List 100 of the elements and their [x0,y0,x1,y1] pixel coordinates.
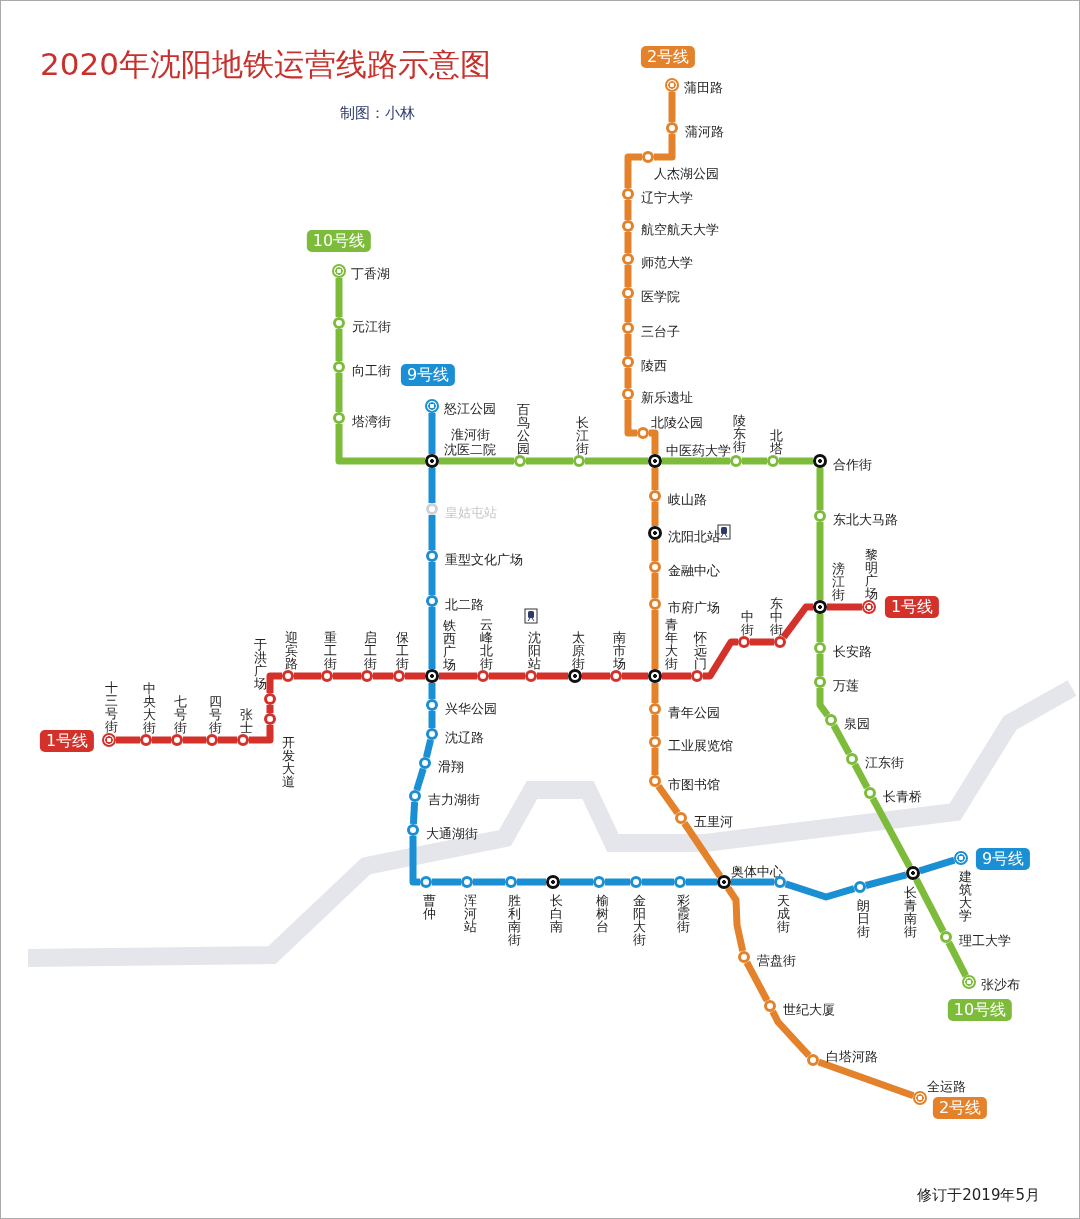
track-line [428,468,436,503]
line-badge: 10号线 [306,230,372,252]
station-name: 七号街 [173,694,187,734]
track-line [152,736,171,744]
station-name: 建筑大学 [958,870,972,923]
station-name: 重型文化广场 [445,551,523,567]
station-name: 彩霞街 [676,894,690,934]
station-name: 元江街 [352,318,391,334]
track-line [428,515,436,550]
line-badge: 1号线 [884,596,940,618]
station-name: 陵西 [641,357,667,373]
track-line [830,723,853,756]
track-line [642,878,674,886]
track-line [624,400,637,437]
track-line [651,540,659,561]
credit-text: 制图：小林 [340,104,415,123]
station-name: 长青南街 [903,886,917,939]
station-name: 辽宁大学 [641,189,693,205]
track-line [439,672,477,680]
track-line [582,672,610,680]
station-name: 金融中心 [668,562,720,578]
station-name: 沈阳北站 [668,528,720,544]
station-name: 长安路 [833,643,872,659]
station-name: 市图书馆 [668,776,720,792]
track-line [750,638,774,646]
track-line [654,134,676,161]
station-name: 中央大街 [142,681,156,734]
track-line [116,736,140,744]
station-name: 医学院 [641,288,680,304]
track-line [725,885,747,952]
station-name: 吉力湖街 [428,791,480,807]
track-line [622,672,648,680]
station-name: 岐山路 [668,491,707,507]
station-name: 胜利南街 [507,894,521,947]
track-line [409,801,419,825]
track-line [428,562,436,595]
station-name: 铁西广场 [442,618,456,671]
station-name: 人杰湖公园 [654,165,719,181]
track-line [827,603,862,611]
station-name: 中医药大学 [666,442,731,458]
station-name: 兴华公园 [445,700,497,716]
station-name: 淮河街 [450,427,490,442]
station-name: 滑翔 [438,758,464,774]
track-line [428,711,436,728]
station-name: 五里河 [694,813,733,829]
track-line [423,738,434,759]
track-line [266,705,274,713]
track-line [624,368,632,388]
station-name: 怒江公园 [444,400,496,416]
track-line [784,880,856,901]
station-name: 万莲 [833,677,859,693]
station-name: 长青桥 [883,788,922,804]
station-name: 迎宾路 [284,630,298,670]
station-name: 长白南 [549,894,563,934]
station-name: 云峰北街 [479,617,493,670]
track-line [651,573,659,598]
station-name: 四号街 [208,694,222,734]
station-name: 榆树台 [595,894,609,934]
station-name: 中街 [740,609,754,636]
track-line [651,748,659,775]
track-line [651,715,659,736]
track-line [851,762,871,790]
station-name: 江东街 [865,754,904,770]
track-line [373,672,393,680]
station-name: 沈阳站 [527,630,541,670]
track-line [335,278,343,317]
track-line [731,878,774,886]
station-name: 重工街 [323,630,337,670]
station-name: 开发大道 [281,736,295,789]
station-name: 三台子 [641,323,680,339]
track-line [686,878,717,886]
track-line [489,672,525,680]
station-name: 营盘街 [757,952,796,968]
station-name: 东中街 [769,596,783,636]
track-line [439,457,514,465]
station-name: 理工大学 [959,932,1011,948]
station-name: 陵东街 [732,413,746,453]
station-name: 天成街 [776,894,790,934]
station-name: 世纪大厦 [783,1001,835,1017]
track-line [742,457,767,465]
track-line [428,413,436,454]
station-name: 塔湾街 [352,413,391,429]
station-name: 新乐遗址 [641,389,693,405]
station-name: 于洪广场 [253,637,267,690]
station-name: 丁香湖 [351,265,390,281]
map-title: 2020年沈阳地铁运营线路示意图 [40,45,491,84]
track-line [537,672,568,680]
track-line [517,878,546,886]
track-line [651,468,659,490]
track-line [769,1009,812,1058]
station-name: 向工街 [352,362,391,378]
station-name: 蒲河路 [685,123,724,139]
station-name: 启工街 [363,630,377,670]
track-line [651,502,659,526]
track-line [526,457,573,465]
track-line [409,836,420,886]
track-line [651,610,659,669]
track-line [681,821,723,879]
track-line [816,614,824,642]
track-line [294,672,321,680]
